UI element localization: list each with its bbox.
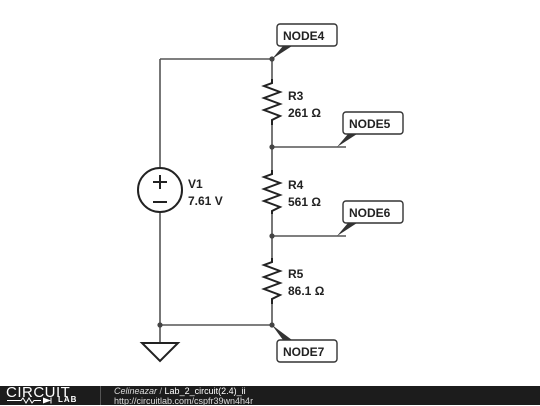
logo-circuit-text: CIRCUIT — [6, 384, 71, 401]
node4-tag: NODE4 — [272, 23, 338, 59]
node6-tag: NODE6 — [337, 200, 404, 236]
v1-value: 7.61 V — [188, 194, 223, 208]
node7-tag: NODE7 — [272, 325, 338, 363]
node6-label: NODE6 — [349, 206, 391, 220]
logo-circuit-symbol-icon — [7, 397, 52, 404]
credit-line: Celineazar / Lab_2_circuit(2.4)_ii — [114, 386, 253, 396]
circuit-schematic: V1 7.61 V R3 261 Ω R4 561 Ω R5 86.1 Ω NO… — [137, 23, 404, 363]
circuitlab-logo[interactable]: CIRCUIT LAB — [4, 384, 101, 405]
plus-sign-icon — [153, 175, 167, 189]
circuit-url-link[interactable]: http://circuitlab.com/cspfr39wn4h4r — [114, 396, 254, 406]
junction-ground — [157, 322, 163, 328]
junction-node6 — [269, 233, 275, 239]
resistor-r4 — [261, 170, 283, 214]
resistor-r3 — [261, 79, 283, 125]
node5-label: NODE5 — [349, 117, 391, 131]
r5-value: 86.1 Ω — [288, 284, 325, 298]
node7-label: NODE7 — [283, 345, 325, 359]
footer-bar: CIRCUIT LAB Celineazar / Lab_2_circuit(2… — [0, 384, 540, 406]
resistor-r5 — [261, 258, 283, 304]
logo-lab-text: LAB — [58, 395, 78, 404]
node5-tag: NODE5 — [337, 111, 404, 147]
r5-name: R5 — [288, 267, 304, 281]
junction-node5 — [269, 144, 275, 150]
author-link[interactable]: Celineazar — [114, 386, 158, 396]
circuit-credit: Celineazar / Lab_2_circuit(2.4)_ii http:… — [114, 386, 253, 406]
r3-name: R3 — [288, 89, 304, 103]
v1-name: V1 — [188, 177, 203, 191]
r4-value: 561 Ω — [288, 195, 321, 209]
r3-value: 261 Ω — [288, 106, 321, 120]
credit-separator: / — [157, 386, 165, 396]
r4-name: R4 — [288, 178, 304, 192]
circuit-title-link[interactable]: Lab_2_circuit(2.4)_ii — [164, 386, 246, 396]
ground-icon — [139, 342, 181, 363]
node4-label: NODE4 — [283, 29, 325, 43]
voltage-source-v1 — [137, 167, 183, 213]
